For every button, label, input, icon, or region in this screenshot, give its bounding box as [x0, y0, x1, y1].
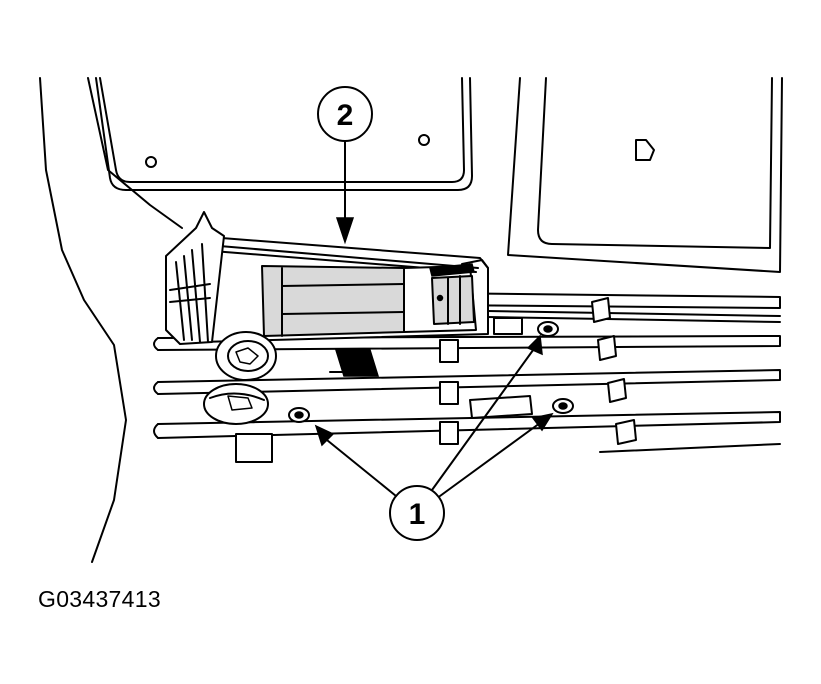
round-connector-lower: [203, 383, 269, 425]
upper-left-plate: [95, 77, 473, 191]
callout-1-label: 1: [409, 498, 426, 531]
figure-id-label: G03437413: [38, 586, 161, 612]
cylinder-component: [195, 235, 489, 343]
fasteners: [288, 321, 574, 423]
callout-2: 2: [317, 86, 373, 245]
callout-1: 1: [314, 334, 554, 541]
callout-2-label: 2: [337, 99, 354, 132]
nut-left: [288, 407, 310, 423]
upper-right-plate: [507, 77, 783, 273]
nut-upper: [537, 321, 559, 337]
left-panel: [39, 77, 183, 563]
rail-clips: [235, 297, 637, 463]
component-end-cap: [165, 211, 225, 345]
round-connectors: [203, 331, 277, 425]
round-connector-upper: [215, 331, 277, 381]
nut-right: [552, 398, 574, 414]
